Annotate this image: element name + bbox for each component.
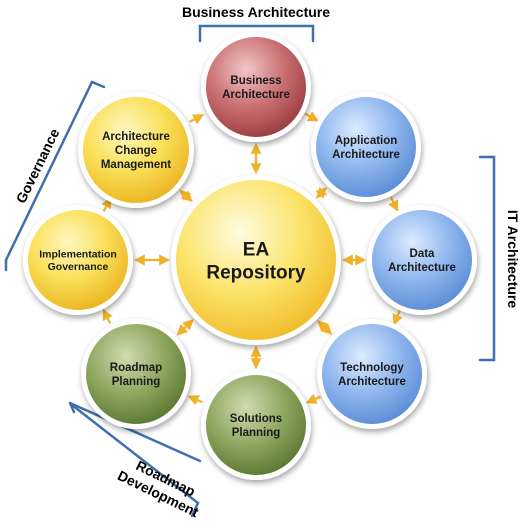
- node-application-architecture-label-line-2: Architecture: [332, 149, 400, 161]
- ring-arrow-data-architecture: [392, 310, 403, 326]
- group-label-it-architecture: IT Architecture: [505, 210, 520, 308]
- ring-arrow-solutions-planning: [187, 395, 203, 406]
- bracket-governance: [4, 80, 106, 272]
- group-label-business-architecture: Business Architecture: [182, 4, 330, 20]
- bracket-roadmap-development: [70, 403, 200, 518]
- node-implementation-governance-label-line-1: Implementation: [39, 248, 117, 260]
- node-application-architecture-disc: [316, 97, 416, 197]
- node-roadmap-planning-label-line-2: Planning: [112, 376, 161, 388]
- node-solutions-planning-label-line-2: Planning: [232, 427, 281, 439]
- group-brackets: [4, 24, 496, 518]
- node-architecture-change-management-label-line-2: Change: [115, 145, 157, 157]
- node-business-architecture-label-line-2: Architecture: [222, 89, 290, 101]
- node-roadmap-planning-disc: [86, 324, 186, 424]
- spoke-arrow-application-architecture: [315, 186, 328, 199]
- node-roadmap-planning-label-line-1: Roadmap: [110, 362, 162, 374]
- ring-arrow-application-architecture: [388, 196, 399, 212]
- node-ea-repository-label-line-2: Repository: [206, 262, 306, 283]
- diagram-nodes: EARepositoryBusinessArchitectureApplicat…: [23, 32, 477, 480]
- ring-arrow-business-architecture: [304, 111, 320, 122]
- node-architecture-change-management-label-line-1: Architecture: [102, 131, 170, 143]
- node-application-architecture-label-line-1: Application: [335, 135, 398, 147]
- connector-arrows: [101, 111, 403, 406]
- node-ea-repository-label-line-1: EA: [243, 239, 270, 260]
- spoke-arrow-architecture-change-management: [179, 189, 193, 203]
- node-data-architecture-label-line-1: Data: [410, 248, 436, 260]
- node-implementation-governance-disc: [28, 210, 128, 310]
- node-data-architecture-label-line-2: Architecture: [388, 262, 456, 274]
- node-implementation-governance-label-line-2: Governance: [48, 261, 109, 273]
- node-technology-architecture-label-line-1: Technology: [340, 362, 404, 374]
- node-ea-repository-disc: [176, 180, 336, 340]
- node-architecture-change-management-disc: [83, 97, 189, 203]
- node-technology-architecture-label-line-2: Architecture: [338, 376, 406, 388]
- bracket-roadmap-left: [68, 401, 202, 463]
- node-data-architecture-disc: [372, 210, 472, 310]
- ring-arrow-technology-architecture: [305, 393, 321, 404]
- spoke-arrow-roadmap-planning: [176, 319, 194, 336]
- spoke-arrow-technology-architecture: [317, 320, 333, 335]
- ring-arrow-roadmap-planning: [102, 308, 113, 324]
- node-business-architecture-disc: [206, 37, 306, 137]
- node-architecture-change-management-label-line-3: Management: [101, 159, 171, 171]
- node-solutions-planning-label-line-1: Solutions: [230, 413, 282, 425]
- node-business-architecture-label-line-1: Business: [230, 75, 281, 87]
- ring-arrow-architecture-change-management: [189, 114, 205, 125]
- group-label-roadmap-development: Roadmap Development: [115, 457, 201, 520]
- node-solutions-planning-disc: [206, 375, 306, 475]
- bracket-it-architecture: [478, 155, 496, 362]
- node-technology-architecture-disc: [322, 324, 422, 424]
- bracket-business-architecture: [198, 24, 315, 43]
